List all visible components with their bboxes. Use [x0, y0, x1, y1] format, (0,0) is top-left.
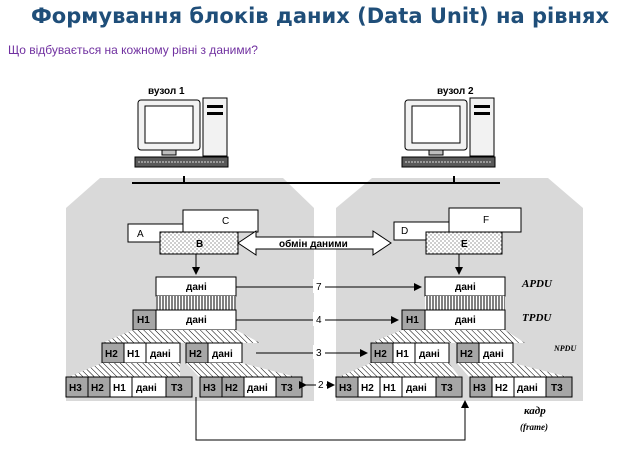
left-frame2-data-label: дані [247, 383, 268, 394]
app-label-b: B [196, 239, 203, 250]
app-label-c: C [222, 216, 229, 227]
computer-node2-icon [401, 97, 496, 168]
right-npdu1-data-label: дані [419, 349, 440, 360]
level2-label: 2 [318, 380, 324, 391]
frame-en-label: (frame) [520, 422, 548, 432]
frame-label: кадр [524, 405, 546, 417]
left-frame1-t3 [165, 376, 193, 398]
exchange-label: обмін даними [279, 238, 348, 250]
left-npdu1-data-label: дані [150, 349, 171, 360]
right-apdu-hatch [425, 296, 505, 310]
left-apdu-data-label: дані [186, 282, 207, 293]
right-frame1-data-label: дані [406, 383, 427, 394]
right-npdu-hatch [336, 363, 460, 378]
app-label-a: A [137, 229, 144, 240]
left-tpdu-h1-label: H1 [137, 315, 150, 326]
right-frame2-h2-label: H2 [495, 383, 508, 394]
left-npdu1-h2-label: H2 [105, 349, 118, 360]
left-npdu-hatch [66, 363, 180, 378]
right-frame1-h2-label: H2 [361, 383, 374, 394]
right-tpdu-h1-label: H1 [406, 315, 419, 326]
right-frame2-t3-label: T3 [551, 383, 563, 394]
left-frame2-h3-label: H3 [203, 383, 216, 394]
left-npdu1-h1-label: H1 [127, 349, 140, 360]
app-label-d: D [401, 226, 408, 237]
right-npdu2-h2-label: H2 [460, 349, 473, 360]
left-frame1-h2-label: H2 [91, 383, 104, 394]
left-frame2-h2-label: H2 [225, 383, 238, 394]
left-apdu-hatch [156, 296, 236, 310]
left-tpdu-data-label: дані [186, 315, 207, 326]
app-label-e: E [461, 239, 468, 250]
left-tpdu-split-hatch [102, 330, 260, 343]
level7-label: 7 [316, 282, 322, 293]
left-frame2-t3-label: T3 [281, 383, 293, 394]
right-frame2-h3-label: H3 [473, 383, 486, 394]
level3-label: 3 [316, 348, 322, 359]
computer-node1-icon [134, 97, 229, 168]
right-frame1-t3 [435, 376, 463, 398]
exchange-arrow [237, 230, 392, 256]
right-tpdu-split-hatch [371, 330, 525, 343]
right-npdu2-hatch [457, 363, 572, 378]
npdu-label: NPDU [553, 344, 577, 353]
left-frame1-h3-label: H3 [69, 383, 82, 394]
tpdu-label: TPDU [522, 312, 552, 324]
left-npdu2-h2-label: H2 [189, 349, 202, 360]
right-frame1-h1-label: H1 [383, 383, 396, 394]
slide-subtitle: Що відбувається на кожному рівні з даним… [8, 43, 258, 57]
left-npdu2-hatch [186, 363, 300, 378]
physical-path [195, 397, 469, 441]
app-label-f: F [483, 215, 489, 226]
right-npdu1-h1-label: H1 [396, 349, 409, 360]
slide-title: Формування блоків даних (Data Unit) на р… [30, 4, 610, 28]
app-box-f [448, 207, 522, 233]
right-frame1-h3-label: H3 [339, 383, 352, 394]
node2-label: вузол 2 [437, 86, 474, 97]
node1-label: вузол 1 [148, 86, 185, 97]
left-frame1-h1-label: H1 [113, 383, 126, 394]
app-box-e [425, 231, 503, 255]
app-box-c [182, 209, 259, 233]
apdu-label: APDU [521, 278, 553, 290]
right-tpdu-data-label: дані [455, 315, 476, 326]
right-frame1-t3-label: T3 [441, 383, 453, 394]
right-frame2-t3 [545, 376, 573, 398]
level4-label: 4 [316, 315, 322, 326]
right-npdu1-h2-label: H2 [374, 349, 387, 360]
right-npdu2-data-label: дані [483, 349, 504, 360]
left-npdu2-data-label: дані [212, 349, 233, 360]
left-frame1-t3-label: T3 [171, 383, 183, 394]
left-frame1-data-label: дані [136, 383, 157, 394]
right-apdu-data-label: дані [455, 282, 476, 293]
right-frame2-data-label: дані [517, 383, 538, 394]
